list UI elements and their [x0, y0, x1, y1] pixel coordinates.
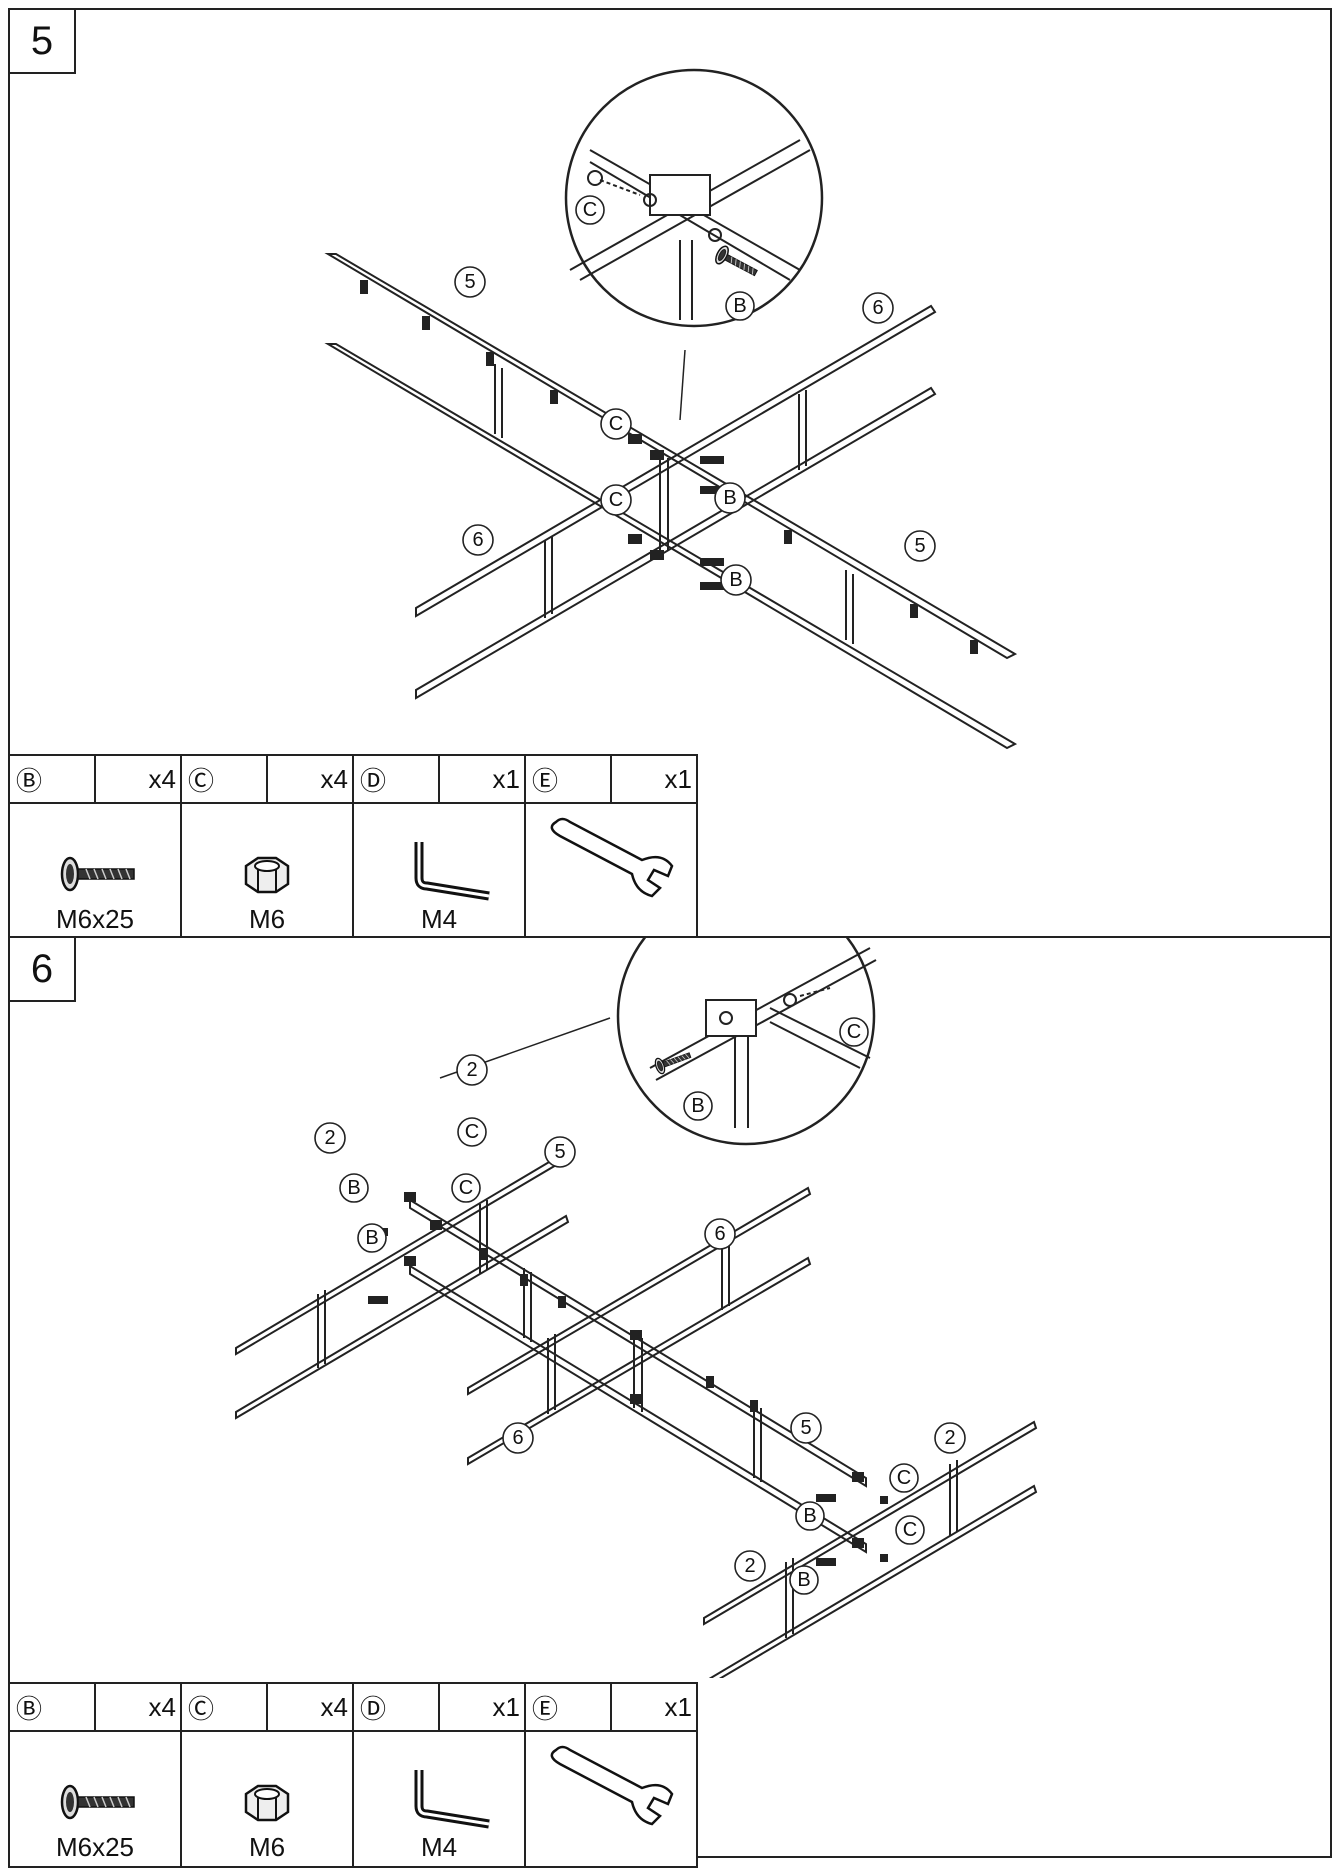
part-letter: ⒸC: [180, 1682, 268, 1732]
bolt-callout: B: [803, 1505, 816, 1527]
part-cell-bolt: M6x25: [8, 802, 182, 940]
step-5-assembly-diagram: 5 5 6 6 C C B B C B: [324, 68, 1018, 750]
part-quantity: x4: [266, 754, 354, 804]
part-quantity: x4: [94, 754, 182, 804]
bolt-callout: B: [347, 1177, 360, 1199]
bolt-icon: [60, 1784, 136, 1820]
part-cell-allen-key: M4: [352, 1730, 526, 1868]
part-callout: 6: [714, 1223, 725, 1245]
part-callout: 5: [464, 271, 475, 293]
bolt-callout: B: [723, 487, 736, 509]
part-callout: 6: [512, 1427, 523, 1449]
nut-callout: C: [897, 1467, 911, 1489]
part-size: M6: [248, 1832, 286, 1862]
part-letter: ⒷB: [8, 754, 96, 804]
part-callout: 5: [554, 1141, 565, 1163]
part-letter: ⒺE: [524, 1682, 612, 1732]
part-cell-wrench: [524, 802, 698, 940]
nut-callout: C: [609, 413, 623, 435]
detail-zoom-circle: [616, 938, 876, 1146]
part-quantity: x4: [266, 1682, 354, 1732]
bolt-callout: B: [729, 569, 742, 591]
part-callout: 5: [800, 1417, 811, 1439]
step-6-assembly-diagram: 2 2 2 2 5 5 6 6 C C C C B B B B C B: [235, 938, 1038, 1678]
nut-callout: C: [465, 1121, 479, 1143]
nut-icon: [244, 856, 290, 894]
part-letter: ⒸC: [180, 754, 268, 804]
part-quantity: x1: [438, 1682, 526, 1732]
frame-rail: [324, 253, 1018, 660]
part-callout: 2: [466, 1059, 477, 1081]
part-callout: 5: [914, 535, 925, 557]
part-size: M4: [420, 904, 458, 934]
allen-key-icon: [414, 842, 490, 901]
wrench-icon: [550, 817, 674, 898]
bolt-callout: B: [365, 1227, 378, 1249]
parts-list: ⒷB x4 ⒸC x4 ⒹD x1 ⒺE x1 M6x25 M6: [8, 754, 698, 940]
nut-icon: [244, 1784, 290, 1822]
part-size: M6: [248, 904, 286, 934]
nut-callout: C: [847, 1021, 861, 1043]
step-number: 5: [8, 8, 76, 74]
part-quantity: x1: [610, 754, 698, 804]
part-letter: ⒹD: [352, 1682, 440, 1732]
step-5-panel: 5: [8, 8, 1332, 940]
part-letter: ⒷB: [8, 1682, 96, 1732]
frame-rail: [415, 304, 937, 618]
part-size: M4: [420, 1832, 458, 1862]
bolt-callout: B: [733, 295, 746, 317]
allen-key-icon: [414, 1770, 490, 1829]
bolt-icon: [60, 856, 136, 892]
parts-list: ⒷB x4 ⒸC x4 ⒹD x1 ⒺE x1 M6x25 M6: [8, 1682, 698, 1868]
frame-rail: [324, 343, 1018, 750]
part-size: M6x25: [55, 904, 135, 934]
part-cell-allen-key: M4: [352, 802, 526, 940]
step-6-panel: 6: [8, 936, 1332, 1868]
part-cell-nut: M6: [180, 802, 354, 940]
part-cell-wrench: [524, 1730, 698, 1868]
part-letter: ⒺE: [524, 754, 612, 804]
bolt-callout: B: [691, 1095, 704, 1117]
nut-callout: C: [903, 1519, 917, 1541]
part-letter: ⒹD: [352, 754, 440, 804]
nut-callout: C: [583, 199, 597, 221]
part-quantity: x1: [438, 754, 526, 804]
part-callout: 2: [744, 1555, 755, 1577]
part-size: [526, 1832, 696, 1866]
part-quantity: x1: [610, 1682, 698, 1732]
part-size: M6x25: [55, 1832, 135, 1862]
part-callout: 6: [472, 529, 483, 551]
part-size: [526, 904, 696, 938]
frame-rail: [415, 386, 937, 700]
part-cell-bolt: M6x25: [8, 1730, 182, 1868]
part-quantity: x4: [94, 1682, 182, 1732]
bolt-callout: B: [797, 1569, 810, 1591]
part-cell-nut: M6: [180, 1730, 354, 1868]
part-callout: 6: [872, 297, 883, 319]
step-number: 6: [8, 936, 76, 1002]
nut-callout: C: [459, 1177, 473, 1199]
part-callout: 2: [944, 1427, 955, 1449]
nut-callout: C: [609, 489, 623, 511]
part-callout: 2: [324, 1127, 335, 1149]
wrench-icon: [550, 1745, 674, 1826]
